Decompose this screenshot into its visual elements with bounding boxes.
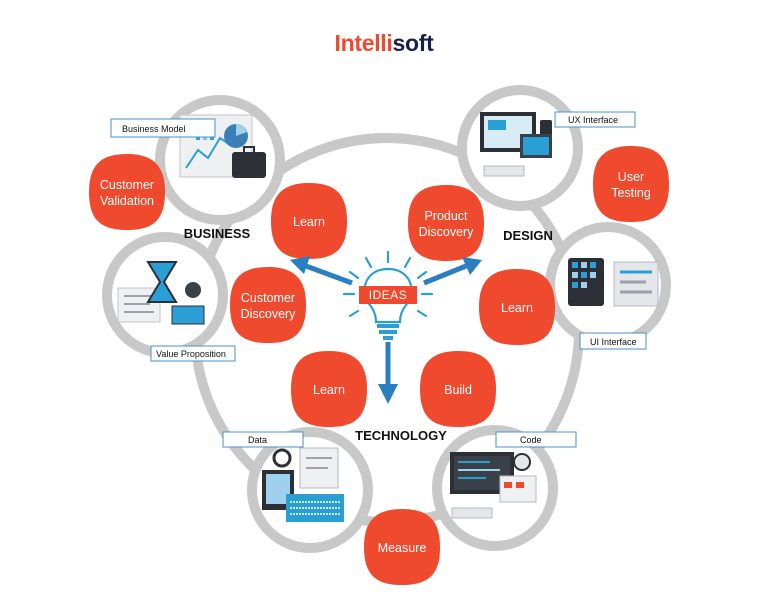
code-node bbox=[432, 425, 558, 551]
ui-interface-label: UI Interface bbox=[590, 337, 637, 347]
ui-interface-node bbox=[545, 222, 671, 348]
data-box: Data bbox=[222, 431, 304, 448]
ui-interface-box: UI Interface bbox=[579, 332, 647, 350]
business-model-node bbox=[155, 95, 285, 225]
business-model-label: Business Model bbox=[122, 124, 186, 134]
leaf-customer-discovery-line1: Customer bbox=[241, 291, 295, 305]
value-proposition-node bbox=[102, 232, 228, 358]
leaf-product-discovery-line2: Discovery bbox=[419, 225, 475, 239]
ideas-label: IDEAS bbox=[369, 288, 408, 302]
leaf-user-testing-line2: Testing bbox=[611, 186, 651, 200]
leaf-build: Build bbox=[420, 351, 496, 427]
code-box: Code bbox=[495, 431, 577, 448]
ux-interface-label: UX Interface bbox=[568, 115, 618, 125]
arrow-to-technology bbox=[378, 342, 398, 404]
leaf-customer-validation: Customer Validation bbox=[89, 154, 165, 230]
ux-interface-node bbox=[457, 85, 583, 211]
leaf-learn-design: Learn bbox=[479, 269, 555, 345]
code-label: Code bbox=[520, 435, 542, 445]
business-model-box: Business Model bbox=[110, 118, 216, 138]
leaf-customer-validation-line1: Customer bbox=[100, 178, 154, 192]
leaf-learn-design-line1: Learn bbox=[501, 301, 533, 315]
leaf-user-testing: User Testing bbox=[593, 146, 669, 222]
leaf-measure: Measure bbox=[364, 509, 440, 585]
leaf-build-line1: Build bbox=[444, 383, 472, 397]
intellisoft-logo: Intellisoft bbox=[0, 30, 768, 57]
leaf-learn-technology: Learn bbox=[291, 351, 367, 427]
arrow-to-business bbox=[290, 256, 353, 286]
leaf-product-discovery: Product Discovery bbox=[408, 185, 484, 261]
leaf-customer-validation-line2: Validation bbox=[100, 194, 154, 208]
section-technology: TECHNOLOGY bbox=[355, 428, 447, 443]
logo-suffix: soft bbox=[392, 30, 434, 56]
leaf-product-discovery-line1: Product bbox=[424, 209, 468, 223]
section-design: DESIGN bbox=[503, 228, 553, 243]
leaf-customer-discovery-line2: Discovery bbox=[241, 307, 297, 321]
arrow-to-design bbox=[423, 257, 482, 286]
leaf-learn-technology-line1: Learn bbox=[313, 383, 345, 397]
leaf-learn-business-line1: Learn bbox=[293, 215, 325, 229]
ideas-label-box: IDEAS bbox=[359, 286, 417, 304]
data-node bbox=[247, 427, 373, 553]
leaf-customer-discovery: Customer Discovery bbox=[230, 267, 306, 343]
logo-prefix: Intelli bbox=[334, 30, 393, 56]
ux-interface-box: UX Interface bbox=[554, 111, 636, 128]
value-proposition-box: Value Proposition bbox=[150, 345, 236, 362]
leaf-learn-business: Learn bbox=[271, 183, 347, 259]
section-business: BUSINESS bbox=[184, 226, 251, 241]
value-proposition-label: Value Proposition bbox=[156, 349, 226, 359]
leaf-user-testing-line1: User bbox=[618, 170, 644, 184]
leaf-measure-line1: Measure bbox=[378, 541, 427, 555]
data-label: Data bbox=[248, 435, 267, 445]
